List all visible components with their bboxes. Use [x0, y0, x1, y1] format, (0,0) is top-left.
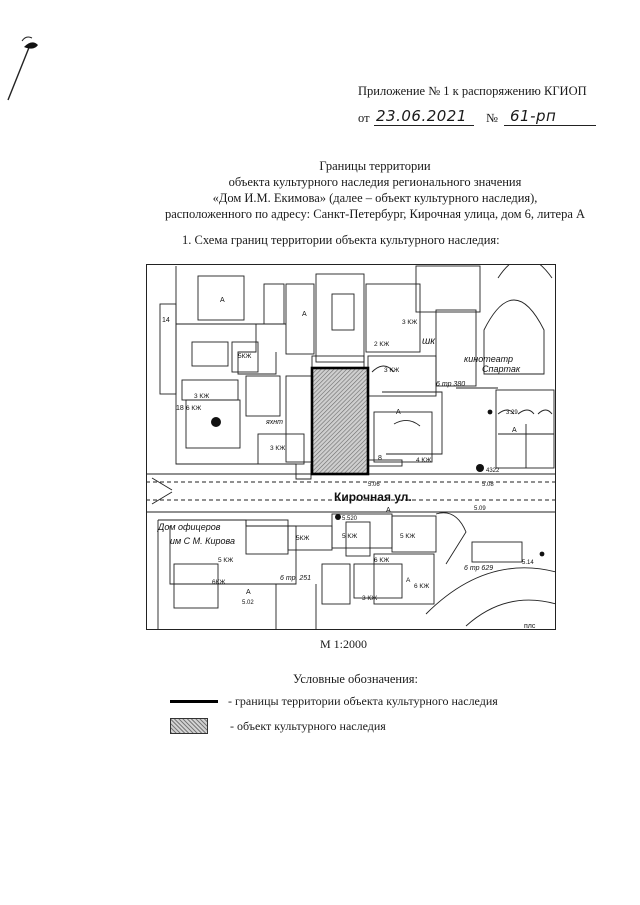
map-label-a: А	[406, 577, 411, 584]
section-1-heading: 1. Схема границ территории объекта культ…	[182, 233, 500, 247]
title-line-3: «Дом И.М. Екимова» (далее – объект культ…	[212, 191, 538, 205]
map-label-kzh: 5КЖ	[296, 535, 309, 542]
map-label-elevation: 5.02	[242, 600, 254, 606]
map-label-kzh: 4 КЖ	[416, 457, 431, 464]
map-label-kzh: 3 КЖ	[270, 445, 285, 452]
order-number: 61-рп	[510, 107, 557, 125]
map-label-a: А	[386, 507, 391, 514]
map-label-elevation: 3.29	[506, 410, 518, 416]
legend-item-heritage-object: - объект культурного наследия	[170, 716, 386, 736]
boundary-line-symbol	[170, 699, 218, 703]
map-label-kzh: 3 КЖ	[384, 367, 399, 374]
map-label-elevation: 5.06	[368, 482, 380, 488]
map-label-number: 18	[176, 405, 184, 412]
legend-label: - границы территории объекта культурного…	[228, 693, 498, 708]
map-labels: 3 КЖ 2 КЖ 5КЖ 4 КЖ 3 КЖ 3 КЖ 6 КЖ 3 КЖ 5…	[157, 297, 536, 630]
title-line-4: расположенного по адресу: Санкт-Петербур…	[164, 207, 586, 221]
map-label-school: шк	[422, 336, 436, 347]
map-label-a: А	[220, 297, 225, 304]
map-label-tr: 6 тр 629	[464, 565, 493, 572]
number-label: №	[486, 111, 498, 125]
map-label-kzh: 6 КЖ	[374, 557, 389, 564]
map-label-elevation: 4322	[486, 468, 500, 474]
map-label-kzh: 5КЖ	[238, 353, 251, 360]
map-label-kzh: 5 КЖ	[342, 533, 357, 540]
map-label-elevation: 5.14	[522, 560, 534, 566]
map-label-a: А	[512, 427, 517, 434]
map-label-kzh: 3 КЖ	[402, 319, 417, 326]
map-label-kzh: 5 КЖ	[218, 557, 233, 564]
map-label-elevation: 5.08	[482, 482, 494, 488]
map-label-cinema: кинотеатр	[464, 354, 513, 364]
legend-label: - объект культурного наследия	[230, 718, 386, 733]
map-label-cinema: Спартак	[482, 364, 521, 374]
order-date: 23.06.2021	[376, 107, 467, 125]
title-line-1: Границы территории	[319, 159, 431, 173]
appendix-heading: Приложение № 1 к распоряжению КГИОП	[358, 84, 587, 98]
map-label-elevation: 5.09	[474, 506, 486, 512]
boundary-scheme-map: 3 КЖ 2 КЖ 5КЖ 4 КЖ 3 КЖ 3 КЖ 6 КЖ 3 КЖ 5…	[146, 264, 556, 630]
title-line-2: объекта культурного наследия регионально…	[228, 175, 522, 189]
document-title: Границы территории объекта культурного н…	[100, 158, 640, 222]
hatch-symbol	[170, 718, 208, 734]
map-markers	[211, 409, 545, 557]
map-label-kzh: 5 КЖ	[400, 533, 415, 540]
building-outlines	[146, 264, 556, 630]
map-label-kzh: 3 КЖ	[194, 393, 209, 400]
map-label-tr: 6 тр 380	[436, 381, 465, 388]
date-underline	[374, 125, 474, 126]
map-label-tr: 6 тр. 251	[280, 575, 311, 582]
map-label-a: А	[396, 409, 401, 416]
corner-scribble	[7, 36, 38, 101]
map-label-kzh: 6 КЖ	[186, 405, 201, 412]
map-label-number: 8	[378, 455, 382, 462]
map-label-number: 14	[162, 317, 170, 324]
heritage-object-boundary	[310, 366, 370, 476]
map-label-elevation: 5.520	[342, 516, 358, 522]
legend-title: Условные обозначения:	[293, 672, 419, 686]
map-label-officers-house: им С М. Кирова	[170, 536, 235, 546]
map-label-a: А	[246, 589, 251, 596]
legend-item-boundary: - границы территории объекта культурного…	[170, 691, 498, 711]
map-label-kzh: 6КЖ	[212, 579, 225, 586]
order-date-number-line: от 23.06.2021 № 61-рп	[358, 104, 598, 130]
map-label-kzh: 6 КЖ	[414, 583, 429, 590]
map-label-officers-house: Дом офицеров	[157, 522, 221, 532]
map-label-kzh: 2 КЖ	[374, 341, 389, 348]
from-label: от	[358, 111, 370, 125]
map-street-label: Кирочная ул.	[334, 490, 412, 504]
map-scale: М 1:2000	[320, 637, 368, 651]
number-underline	[504, 125, 596, 126]
map-label-plo: плс	[524, 623, 536, 630]
map-label-kzh: 3 КЖ	[362, 595, 377, 602]
map-label-jacht: яхнт	[265, 419, 283, 426]
map-label-a: А	[302, 311, 307, 318]
